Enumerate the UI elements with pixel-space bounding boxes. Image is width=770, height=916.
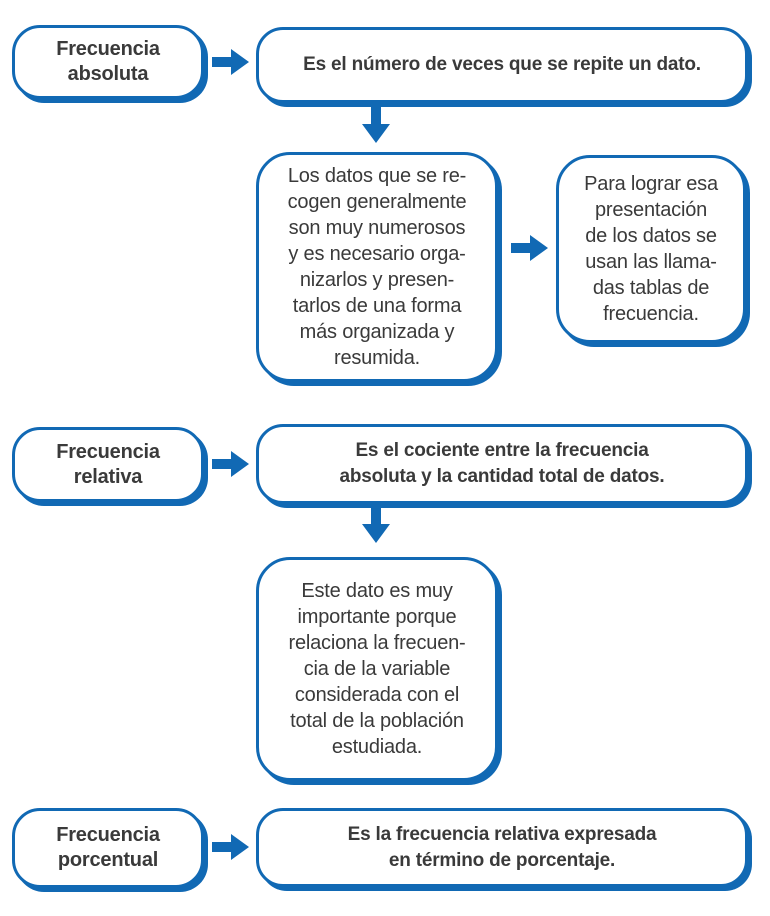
arrow-right-icon (212, 833, 250, 861)
aside-box-tablas-de-frecuencia: Para lograr esa presentación de los dato… (556, 155, 746, 343)
definition-box-frecuencia-relativa: Es el cociente entre la frecuencia absol… (256, 424, 748, 504)
term-box-frecuencia-relativa: Frecuencia relativa (12, 427, 204, 502)
definition-box-frecuencia-absoluta: Es el número de veces que se repite un d… (256, 27, 748, 103)
arrow-down-icon (361, 107, 391, 144)
arrow-right-icon (212, 48, 250, 76)
term-box-frecuencia-absoluta: Frecuencia absoluta (12, 25, 204, 99)
arrow-down-icon (361, 507, 391, 544)
arrow-right-icon (212, 450, 250, 478)
detail-box-dato-importante: Este dato es muy importante porque relac… (256, 557, 498, 781)
term-box-frecuencia-porcentual: Frecuencia porcentual (12, 808, 204, 888)
arrow-right-icon (511, 234, 549, 262)
detail-box-datos-recogidos: Los datos que se re- cogen generalmente … (256, 152, 498, 382)
definition-box-frecuencia-porcentual: Es la frecuencia relativa expresada en t… (256, 808, 748, 887)
